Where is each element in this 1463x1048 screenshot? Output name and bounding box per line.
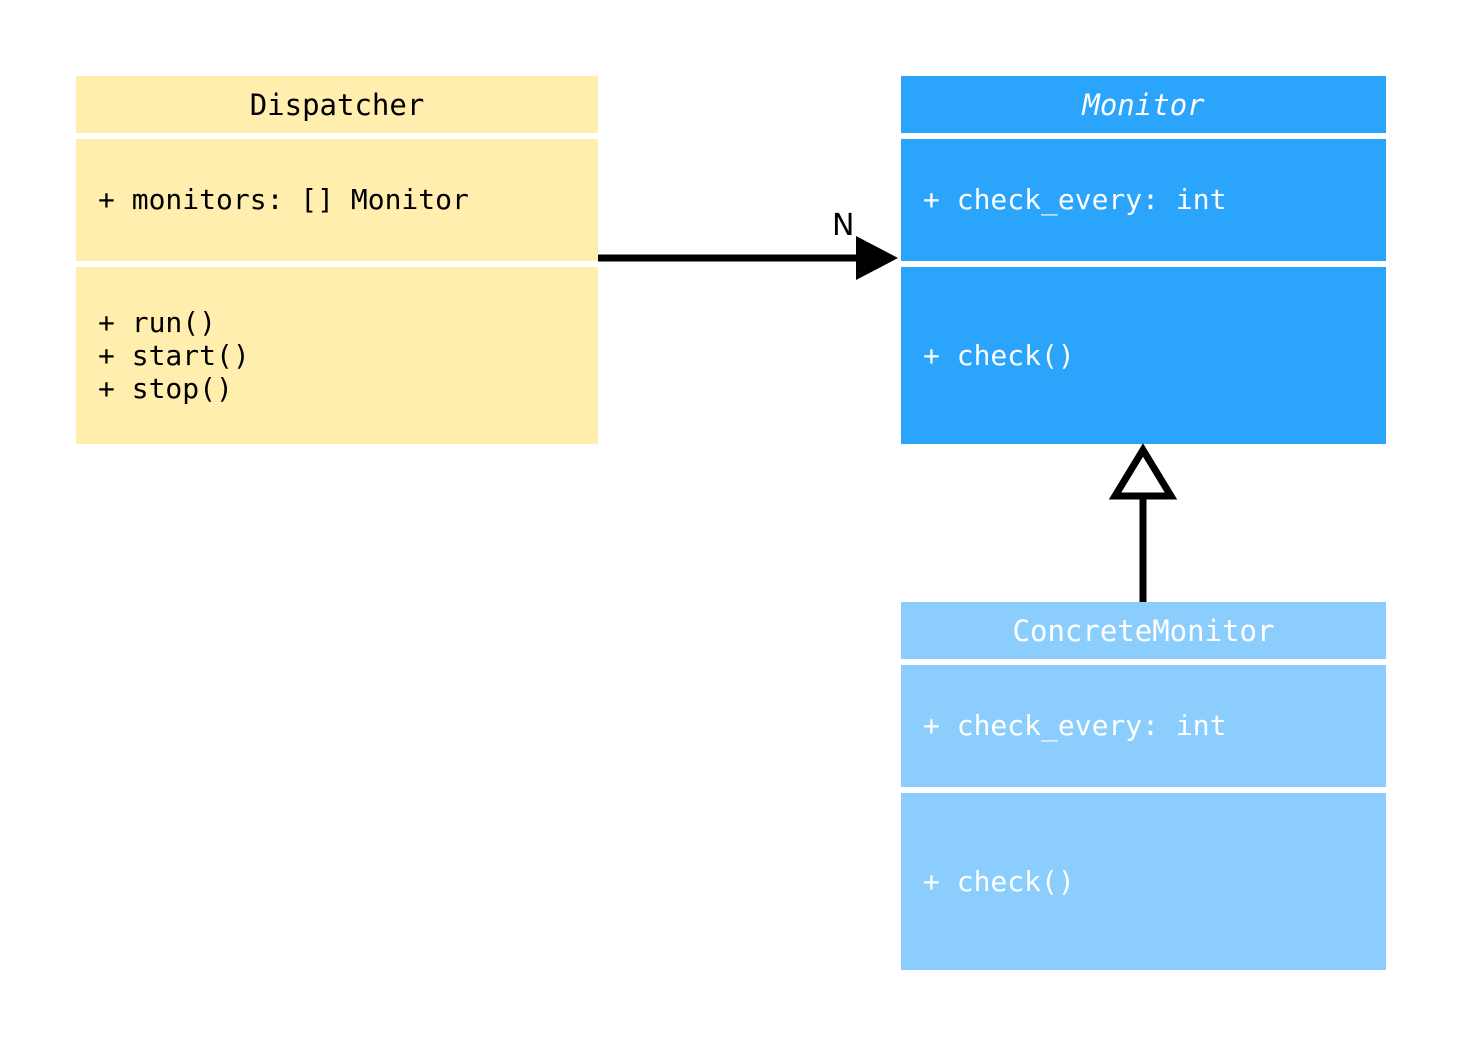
- operation-item: + check(): [923, 864, 1075, 898]
- class-operations-monitor: + check(): [901, 267, 1386, 444]
- class-attributes-dispatcher: + monitors: [] Monitor: [76, 139, 598, 261]
- class-attributes-monitor: + check_every: int: [901, 139, 1386, 261]
- generalization-concretemonitor-monitor: [1108, 443, 1178, 602]
- class-separator: [76, 133, 598, 139]
- attribute-item: + monitors: [] Monitor: [98, 183, 469, 217]
- class-box-dispatcher[interactable]: Dispatcher + monitors: [] Monitor + run(…: [76, 76, 598, 444]
- class-title-concretemonitor: ConcreteMonitor: [901, 602, 1386, 659]
- class-separator: [901, 787, 1386, 793]
- class-separator: [901, 133, 1386, 139]
- association-multiplicity-label: N: [832, 208, 855, 243]
- class-separator: [901, 261, 1386, 267]
- class-title-dispatcher: Dispatcher: [76, 76, 598, 133]
- attribute-item: + check_every: int: [923, 183, 1227, 217]
- class-operations-concretemonitor: + check(): [901, 793, 1386, 970]
- class-title-monitor: Monitor: [901, 76, 1386, 133]
- class-attributes-concretemonitor: + check_every: int: [901, 665, 1386, 787]
- class-box-concretemonitor[interactable]: ConcreteMonitor + check_every: int + che…: [901, 602, 1386, 970]
- operation-item: + check(): [923, 338, 1075, 372]
- class-operations-dispatcher: + run() + start() + stop(): [76, 267, 598, 444]
- attribute-item: + check_every: int: [923, 709, 1227, 743]
- class-separator: [76, 261, 598, 267]
- generalization-hollow-triangle-icon: [1108, 443, 1178, 500]
- association-arrowhead-icon: [856, 236, 898, 280]
- class-separator: [901, 659, 1386, 665]
- operation-item: + run(): [98, 305, 217, 339]
- operation-item: + start(): [98, 338, 250, 372]
- operation-item: + stop(): [98, 372, 233, 406]
- class-box-monitor[interactable]: Monitor + check_every: int + check(): [901, 76, 1386, 444]
